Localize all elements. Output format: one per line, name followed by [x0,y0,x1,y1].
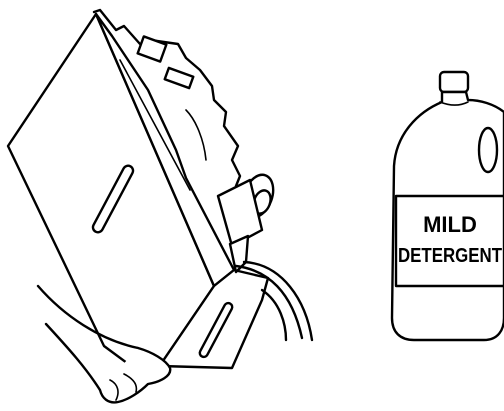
bottle-label-panel [396,196,504,286]
bottle-label-line-1: MILD [423,212,477,237]
water-stream-line-3 [262,290,286,340]
tank-top-connector-2 [165,68,194,88]
bottle-cap [440,72,468,92]
forearm-lower [46,324,100,390]
tank-top-connector-1 [138,36,167,61]
bottle-label-line-2: DETERGENT [398,245,502,267]
detergent-bottle: MILD DETERGENT [392,72,504,340]
tank-inner-ridge [186,110,206,160]
